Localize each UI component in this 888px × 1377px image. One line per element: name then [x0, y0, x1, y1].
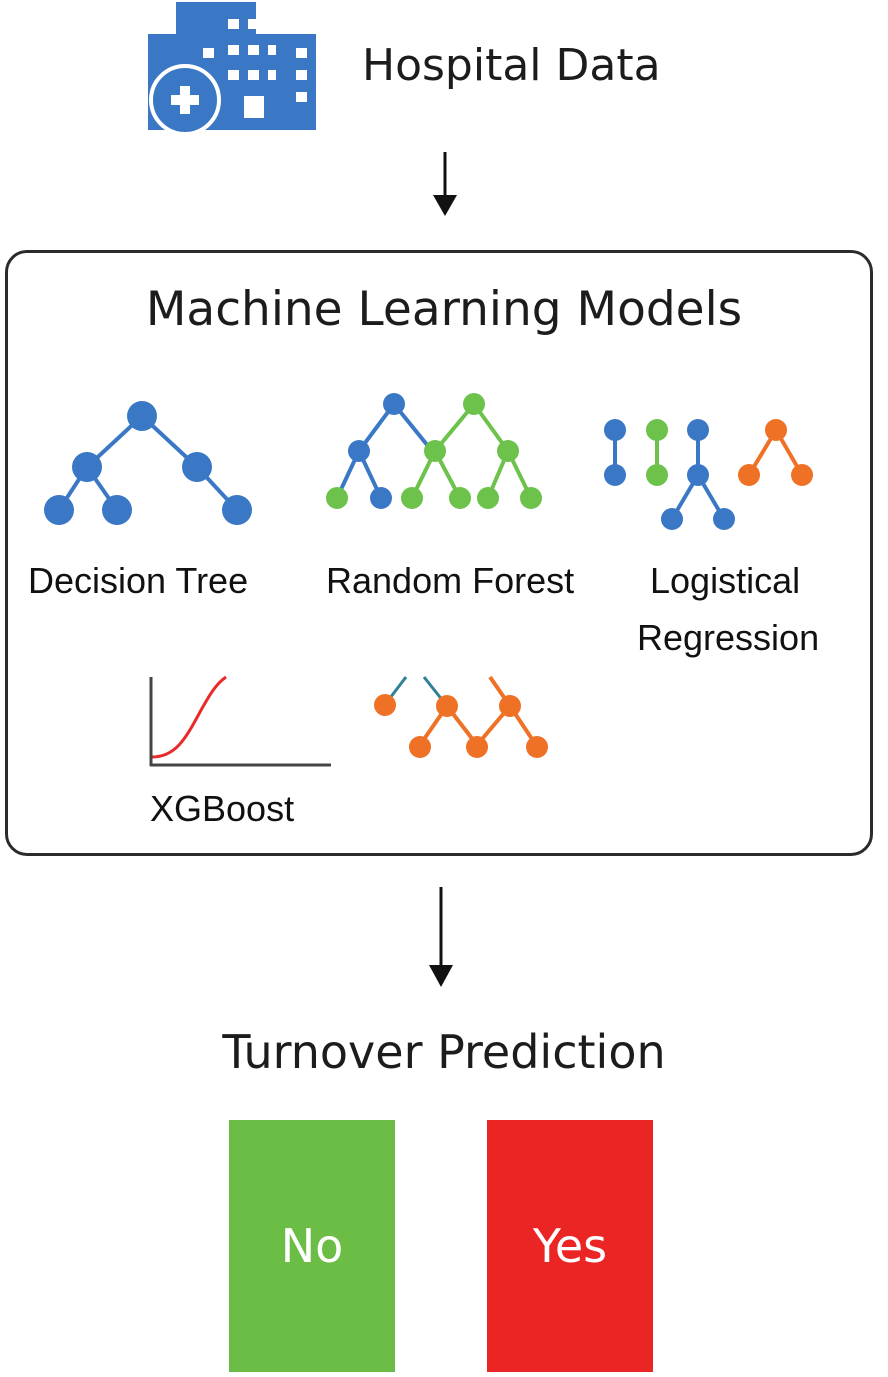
- arrow-down-icon: [429, 887, 453, 987]
- hospital-icon-extension: [276, 34, 316, 130]
- outcome-yes-label: Yes: [532, 1219, 608, 1273]
- outcome-no-label: No: [280, 1219, 344, 1273]
- outcome-yes-box: Yes: [487, 1120, 653, 1372]
- decision-tree-label: Decision Tree: [28, 560, 249, 601]
- ml-models-title: Machine Learning Models: [145, 282, 743, 337]
- arrow-down-icon: [433, 152, 457, 216]
- logistic-regression-label-line1: Logistical: [650, 560, 801, 601]
- hospital-data-title: Hospital Data: [362, 40, 661, 91]
- ml-models-box: [5, 250, 873, 856]
- outcome-no-box: No: [229, 1120, 395, 1372]
- turnover-prediction-title: Turnover Prediction: [222, 1025, 666, 1079]
- hospital-icon: [148, 2, 307, 136]
- xgboost-label: XGBoost: [150, 788, 295, 829]
- logistic-regression-label-line2: Regression: [637, 617, 820, 658]
- random-forest-label: Random Forest: [326, 560, 575, 601]
